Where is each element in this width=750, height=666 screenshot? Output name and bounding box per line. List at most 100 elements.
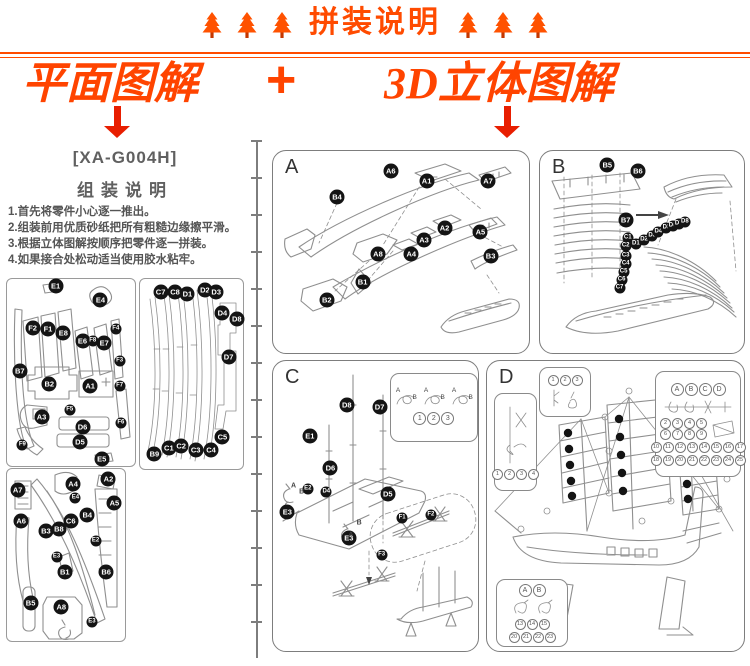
part-badge: D8 (229, 311, 245, 327)
circled-number: 2 (504, 468, 515, 480)
part-badge: C6 (63, 513, 79, 529)
part-badge: A1 (82, 378, 98, 394)
red-down-arrow-icon (104, 106, 130, 139)
pine-tree-icon (492, 12, 514, 38)
part-badge: F8 (87, 335, 99, 347)
part-badge: F3 (114, 355, 126, 367)
part-badge: C8 (167, 284, 183, 300)
part-badge: A6 (13, 513, 29, 529)
circled-number: 14 (698, 441, 710, 453)
step-number: 2 (427, 411, 441, 425)
part-badge: D4 (320, 486, 332, 497)
step-panel-a: A (272, 150, 530, 354)
part-badge: F1 (396, 512, 408, 524)
page-title: 拼装说明 (309, 6, 441, 39)
circled-number: 15 (538, 618, 550, 630)
part-badge: B4 (79, 507, 95, 523)
part-badge: E3 (51, 551, 63, 563)
part-badge: A6 (383, 163, 399, 179)
circled-number: 8 (684, 428, 695, 440)
circled-number: 9 (696, 428, 707, 440)
part-badge: E1 (302, 428, 318, 444)
part-badge: D8 (679, 216, 691, 228)
part-badge: F9 (16, 439, 28, 451)
rope-end-label: A (348, 531, 354, 539)
part-badge: A8 (53, 599, 69, 615)
circled-number: 13 (514, 618, 526, 630)
circled-number: 19 (662, 454, 674, 466)
circled-number: 20 (508, 631, 520, 643)
panel-b-line-art (551, 172, 737, 334)
circled-number: 3 (516, 468, 527, 480)
part-badge: D1 (179, 286, 195, 302)
tree-icons-left (201, 12, 293, 38)
part-badge: C3 (188, 442, 204, 458)
circled-number: 21 (520, 631, 532, 643)
instruction-line: 3.根据立体图解按顺序把零件逐一拼装。 (8, 238, 214, 250)
part-badge: E4 (69, 492, 81, 504)
instruction-list: 1.首先将零件小心逐一推出。2.组装前用优质砂纸把所有粗糙边缘擦平滑。3.根据立… (8, 204, 254, 268)
knot-row-icon (514, 599, 553, 613)
circled-number: 16 (722, 441, 734, 453)
knot-row-icon (664, 400, 732, 413)
circled-number: 10 (650, 441, 662, 453)
part-badge: A7 (480, 173, 496, 189)
part-badge: F2 (25, 320, 41, 336)
part-badge: C3 (620, 250, 632, 262)
part-badge: E1 (48, 278, 64, 294)
part-badge: D4 (652, 226, 664, 238)
part-badge: D7 (372, 399, 388, 415)
pine-tree-icon (201, 12, 223, 38)
part-badge: D7 (673, 218, 685, 230)
part-badge: C1 (161, 440, 177, 456)
part-badge: E2 (90, 535, 101, 547)
part-badge: D6 (667, 220, 679, 232)
circled-number: 21 (686, 454, 698, 466)
model-code: [XA-G004H] (72, 148, 178, 167)
part-badge: A5 (472, 224, 488, 240)
part-badge: B7 (618, 212, 634, 228)
part-badge: C4 (620, 258, 632, 270)
part-badge: B2 (41, 376, 57, 392)
part-badge: D6 (75, 419, 91, 435)
part-badge: A7 (10, 482, 26, 498)
part-badge: B1 (355, 274, 371, 290)
step-number: 1 (413, 411, 427, 425)
panel-letter: D (499, 366, 514, 388)
part-badge: B5 (23, 595, 39, 611)
batten-marker-dots (563, 414, 693, 504)
rope-end-label: A (290, 482, 297, 490)
part-badge: B4 (329, 189, 345, 205)
part-badge: E7 (96, 335, 112, 351)
circled-number: 14 (526, 618, 538, 630)
part-badge: C7 (153, 284, 169, 300)
part-badge: D5 (380, 486, 396, 502)
cut-line-divider (251, 140, 262, 658)
step-number: 3 (441, 411, 455, 425)
part-badge: A3 (34, 409, 50, 425)
part-badge: C5 (618, 266, 630, 278)
circled-number: 5 (696, 417, 707, 429)
part-badge: D4 (214, 305, 230, 321)
part-badge: F4 (110, 323, 122, 335)
part-badge: D6 (322, 460, 338, 476)
circled-number: 6 (660, 428, 671, 440)
instruction-line: 4.如果接合处松动适当使用胶水粘牢。 (8, 254, 202, 266)
part-badge: D3 (208, 284, 224, 300)
circled-number: 7 (672, 428, 683, 440)
part-badge: C1 (622, 232, 634, 244)
